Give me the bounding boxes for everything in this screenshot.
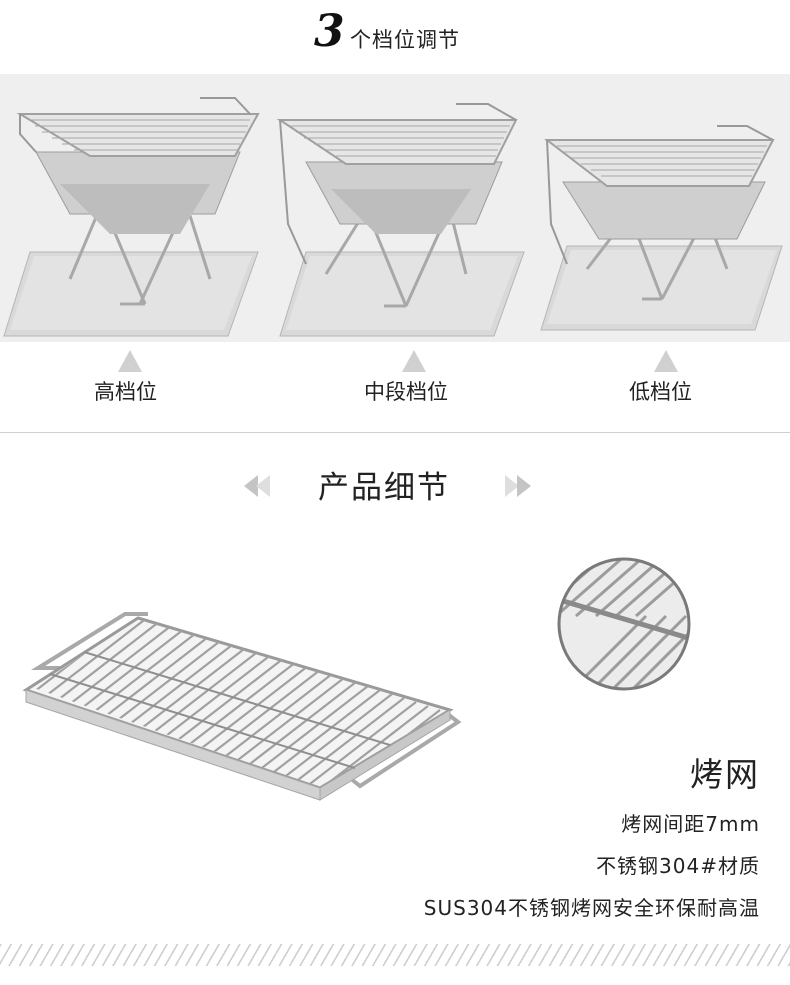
up-arrow-icon (402, 350, 426, 372)
up-arrow-icon (118, 350, 142, 372)
position-label-mid: 中段档位 (364, 380, 448, 404)
spec-line-material: 不锈钢304#材质 (596, 854, 760, 878)
detail-section-title: 产品细节 (318, 470, 450, 506)
left-arrow-icon (256, 475, 270, 497)
grill-mid-image (276, 103, 525, 337)
adjust-heading-text: 个档位调节 (350, 28, 460, 52)
grill-low-image (540, 125, 783, 331)
left-arrow-icon (244, 475, 258, 497)
grill-high-image (3, 97, 260, 337)
decorative-hatch-bar (0, 944, 790, 966)
right-arrow-icon (505, 475, 519, 497)
spec-title: 烤网 (690, 755, 760, 794)
grill-positions-band (0, 74, 790, 342)
grill-rack-image (22, 612, 462, 801)
spec-line-feature: SUS304不锈钢烤网安全环保耐高温 (423, 896, 760, 920)
adjust-count-number: 3 (314, 6, 345, 57)
grill-zoom-image (557, 557, 691, 691)
position-label-low: 低档位 (629, 380, 692, 404)
right-arrow-icon (517, 475, 531, 497)
position-label-high: 高档位 (94, 380, 157, 404)
spec-line-spacing: 烤网间距7mm (621, 812, 760, 836)
up-arrow-icon (654, 350, 678, 372)
section-divider (0, 432, 790, 433)
